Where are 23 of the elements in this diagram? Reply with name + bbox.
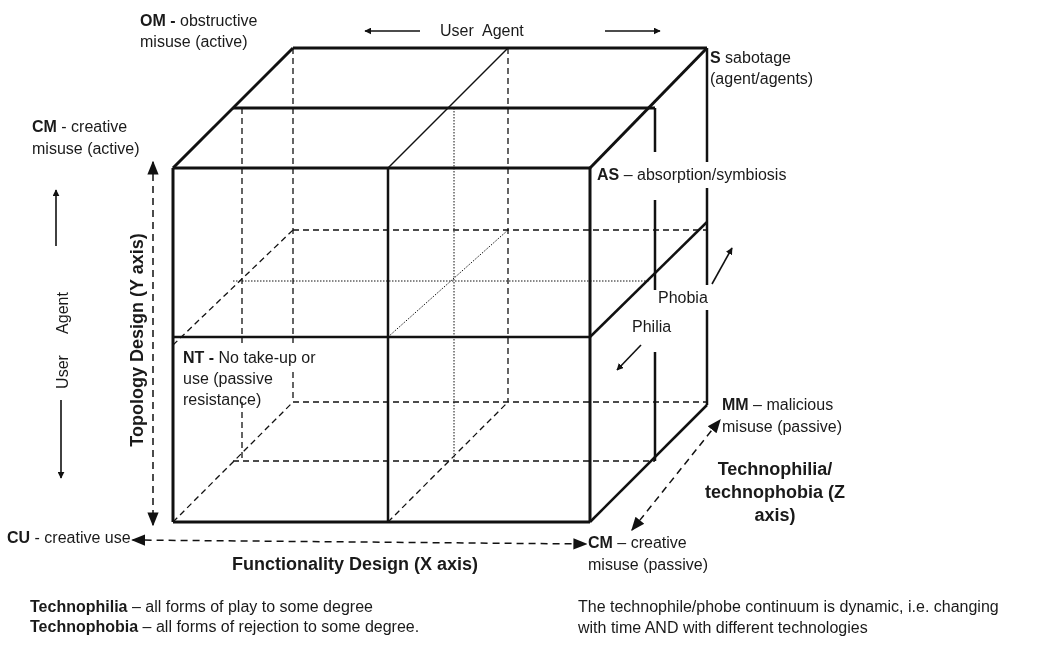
term-label: CM – creative misuse (passive) (588, 532, 718, 576)
text-label: Philia (632, 317, 672, 337)
text-label: Technophilia – all forms of play to some degree (30, 597, 373, 617)
axis-arrow (631, 418, 721, 532)
text-label: User (440, 21, 474, 41)
axis-title: Functionality Design (X axis) (232, 553, 479, 576)
text-label: Technophobia – all forms of rejection to some degree. (30, 617, 420, 637)
text-label: OM - obstructive misuse (active) (140, 11, 259, 52)
axis-title: Topology Design (Y axis) (125, 233, 148, 447)
axis-title: Technophilia/ technophobia (Z axis) (705, 458, 845, 527)
axis-title: User (52, 355, 72, 389)
term-label: CM - creative misuse (active) (32, 116, 182, 160)
text-label: S sabotage (agent/agents) (710, 48, 815, 89)
text-label: AS – absorption/symbiosis (597, 165, 787, 185)
text-label: Agent (482, 21, 524, 41)
text-label: The technophile/phobe continuum is dynamic, i.e. changing with time AND with different technologies (578, 597, 1000, 638)
axis-arrow (147, 160, 159, 527)
term-label: CU - creative use (7, 527, 131, 549)
term-label: MM – malicious misuse (passive) (722, 394, 872, 438)
text-label: Phobia (658, 288, 708, 308)
axis-arrow (131, 534, 588, 550)
axis-title: Agent (52, 292, 72, 334)
text-label: NT - No take-up or use (passive resistance) (183, 348, 317, 410)
